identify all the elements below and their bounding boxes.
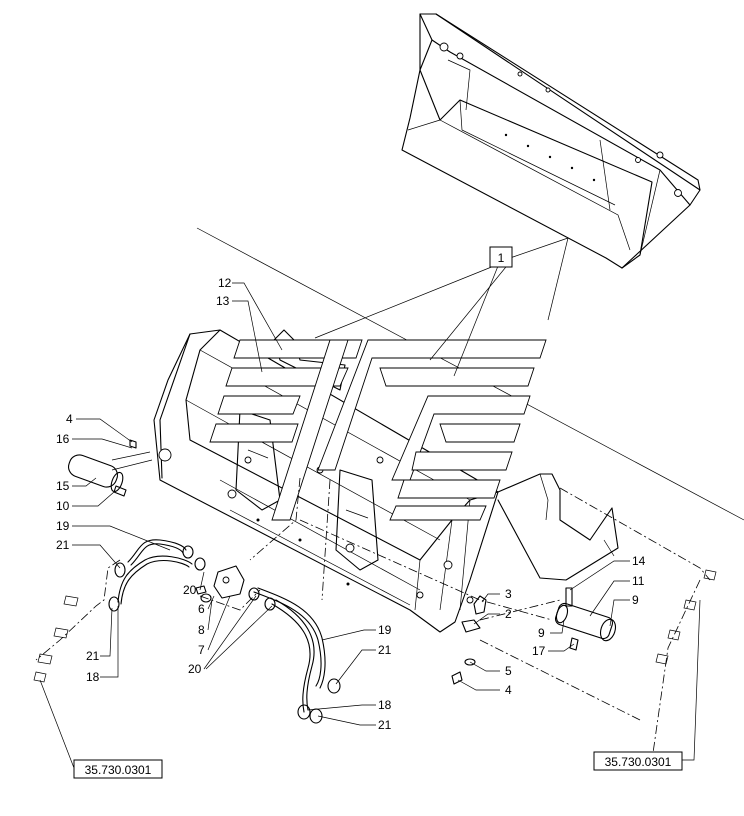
- callout-c5: 5: [505, 664, 512, 678]
- callout-c4b: 4: [505, 683, 512, 697]
- reference-hardware: [33, 569, 717, 683]
- callout-c7: 7: [198, 643, 205, 657]
- callout-c3: 3: [505, 587, 512, 601]
- callout-c21c: 21: [378, 643, 392, 657]
- callout-c20a: 20: [183, 583, 197, 597]
- callout-c20b: 20: [188, 662, 202, 676]
- hose-assembly-right: [248, 587, 341, 724]
- reference-box-left-text: 35.730.0301: [85, 763, 152, 777]
- callout-c2: 2: [505, 607, 512, 621]
- callout-c15: 15: [56, 479, 70, 493]
- callout-labels: 1213416151019212068720211832541411991719…: [56, 276, 646, 732]
- callout-leaders: [39, 282, 701, 769]
- callout-c19a: 19: [56, 519, 70, 533]
- callout-c18b: 18: [378, 698, 392, 712]
- box-1-text: 1: [498, 251, 505, 265]
- callout-c21b: 21: [86, 649, 100, 663]
- callout-c8: 8: [198, 623, 205, 637]
- callout-c11: 11: [632, 574, 645, 588]
- callout-c21a: 21: [56, 538, 70, 552]
- watermark-logo: [209, 339, 547, 521]
- callout-c13: 13: [216, 294, 230, 308]
- callout-c19b: 19: [378, 623, 392, 637]
- assembly-lines: [35, 477, 711, 761]
- reference-box-right-text: 35.730.0301: [605, 755, 672, 769]
- callout-c21d: 21: [378, 718, 392, 732]
- callout-c9a: 9: [632, 593, 639, 607]
- reference-box-left[interactable]: 35.730.0301: [73, 759, 163, 779]
- box1-leaders: [314, 237, 569, 377]
- callout-c16: 16: [56, 432, 70, 446]
- reference-box-right[interactable]: 35.730.0301: [593, 751, 683, 771]
- callout-c10: 10: [56, 499, 70, 513]
- callout-c9b: 9: [538, 626, 545, 640]
- pin-parts-right: [451, 587, 617, 685]
- hose-assembly-left: [108, 539, 245, 612]
- callout-c17: 17: [532, 644, 546, 658]
- box-1: 1: [489, 246, 513, 268]
- pin-parts-left: [68, 439, 153, 497]
- callout-c14: 14: [632, 554, 646, 568]
- callout-c12: 12: [218, 276, 232, 290]
- upper-bucket: [401, 13, 701, 269]
- callout-c18a: 18: [86, 670, 100, 684]
- callout-c6: 6: [198, 602, 205, 616]
- callout-c4a: 4: [66, 412, 73, 426]
